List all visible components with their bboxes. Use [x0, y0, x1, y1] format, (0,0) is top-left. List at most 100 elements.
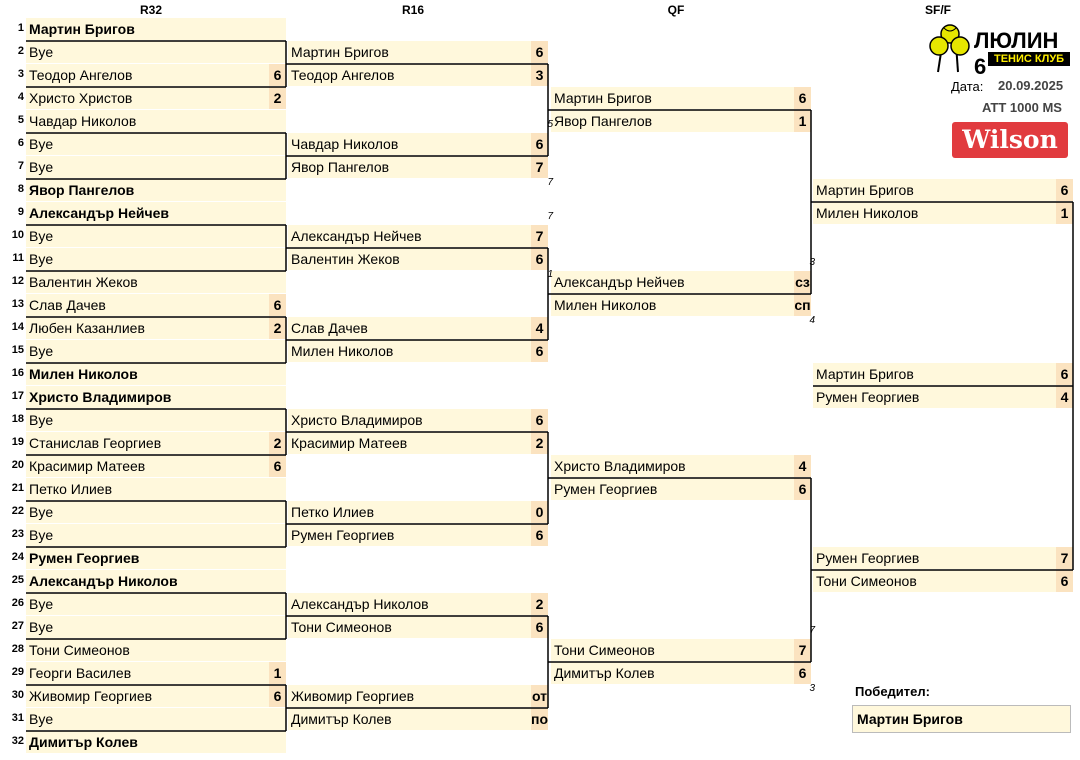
qf-player-score: 6 — [794, 662, 811, 684]
final-player-score: 4 — [1056, 386, 1073, 408]
score-annotation: 7 — [547, 211, 553, 222]
r16-player: Явор Пангелов — [288, 156, 548, 178]
r32-player: Христо Владимиров — [26, 386, 286, 408]
r32-player: Мартин Бригов — [26, 18, 286, 40]
r32-player: Христо Христов — [26, 87, 286, 109]
score-annotation: 5 — [547, 119, 553, 130]
r16-player-score: от — [531, 685, 548, 707]
qf-player: Румен Георгиев — [551, 478, 811, 500]
r16-player: Христо Владимиров — [288, 409, 548, 431]
r32-player-score: 6 — [269, 294, 286, 316]
final-player: Румен Георгиев — [813, 386, 1073, 408]
seed-number: 8 — [17, 183, 24, 195]
sf-player-score: 1 — [1056, 202, 1073, 224]
score-annotation: 7 — [547, 177, 553, 188]
qf-player: Явор Пангелов — [551, 110, 811, 132]
qf-player-score: 4 — [794, 455, 811, 477]
seed-number: 14 — [11, 321, 24, 333]
seed-number: 16 — [11, 367, 24, 379]
qf-player-score: 6 — [794, 478, 811, 500]
score-annotation: 7 — [809, 625, 815, 636]
tennis-balls-icon — [929, 24, 970, 73]
seed-number: 19 — [11, 436, 24, 448]
qf-player: Христо Владимиров — [551, 455, 811, 477]
score-annotation: 1 — [547, 269, 553, 280]
seed-number: 11 — [12, 252, 24, 264]
r32-player: Bye — [26, 616, 286, 638]
sf-player-score: 7 — [1056, 547, 1073, 569]
final-player: Мартин Бригов — [813, 363, 1073, 385]
club-logo: ЛЮЛИН 6 ТЕНИС КЛУБ — [928, 22, 1076, 79]
club-name: ЛЮЛИН 6 — [974, 28, 1059, 79]
r32-player: Георги Василев — [26, 662, 286, 684]
r16-player-score: 6 — [531, 133, 548, 155]
r32-player: Петко Илиев — [26, 478, 286, 500]
date-label: Дата: — [951, 79, 984, 94]
round-header: R16 — [401, 3, 424, 17]
r16-player-score: 6 — [531, 248, 548, 270]
r32-player: Bye — [26, 156, 286, 178]
seed-number: 27 — [11, 620, 24, 632]
r32-player: Александър Николов — [26, 570, 286, 592]
r16-player-score: 6 — [531, 409, 548, 431]
r32-player: Bye — [26, 593, 286, 615]
sf-player-score: 6 — [1056, 179, 1073, 201]
tournament-name: ATT 1000 MS — [982, 100, 1062, 115]
r16-player-score: 4 — [531, 317, 548, 339]
r32-player-score: 6 — [269, 64, 286, 86]
seed-number: 4 — [17, 91, 24, 103]
seed-number: 25 — [11, 574, 24, 586]
r32-player-score: 2 — [269, 432, 286, 454]
seed-number: 30 — [11, 689, 24, 701]
r32-player: Станислав Георгиев — [26, 432, 286, 454]
r16-player-score: 7 — [531, 225, 548, 247]
r16-player-score: 6 — [531, 524, 548, 546]
r16-player: Тони Симеонов — [288, 616, 548, 638]
qf-player-score: 7 — [794, 639, 811, 661]
seed-number: 17 — [11, 390, 24, 402]
seed-number: 2 — [17, 45, 24, 57]
r32-player: Димитър Колев — [26, 731, 286, 753]
seed-number: 29 — [11, 666, 24, 678]
r32-player: Тони Симеонов — [26, 639, 286, 661]
r32-player: Bye — [26, 248, 286, 270]
r32-player-score: 6 — [269, 455, 286, 477]
r16-player: Красимир Матеев — [288, 432, 548, 454]
seed-number: 13 — [11, 298, 24, 310]
r16-player-score: 0 — [531, 501, 548, 523]
r16-player: Милен Николов — [288, 340, 548, 362]
qf-player: Димитър Колев — [551, 662, 811, 684]
sponsor-text: Wilson — [962, 125, 1058, 154]
seed-number: 32 — [11, 735, 24, 747]
r16-player-score: 7 — [531, 156, 548, 178]
r32-player: Теодор Ангелов — [26, 64, 286, 86]
r16-player-score: 6 — [531, 616, 548, 638]
seed-number: 18 — [11, 413, 24, 425]
r32-player: Слав Дачев — [26, 294, 286, 316]
sf-player: Мартин Бригов — [813, 179, 1073, 201]
r32-player: Милен Николов — [26, 363, 286, 385]
r16-player: Валентин Жеков — [288, 248, 548, 270]
r32-player: Bye — [26, 41, 286, 63]
r32-player: Любен Казанлиев — [26, 317, 286, 339]
sf-player: Румен Георгиев — [813, 547, 1073, 569]
qf-player: Тони Симеонов — [551, 639, 811, 661]
r32-player: Явор Пангелов — [26, 179, 286, 201]
r16-player: Теодор Ангелов — [288, 64, 548, 86]
r16-player-score: по — [531, 708, 548, 730]
r32-player: Bye — [26, 340, 286, 362]
sponsor-logo: Wilson — [952, 122, 1068, 158]
sf-player-score: 6 — [1056, 570, 1073, 592]
r16-player-score: 6 — [531, 340, 548, 362]
seed-number: 5 — [17, 114, 24, 126]
r16-player: Александър Николов — [288, 593, 548, 615]
winner-label: Победител: — [855, 684, 930, 699]
qf-player: Милен Николов — [551, 294, 811, 316]
r16-player: Александър Нейчев — [288, 225, 548, 247]
seed-number: 22 — [11, 505, 24, 517]
r32-player: Валентин Жеков — [26, 271, 286, 293]
seed-number: 3 — [17, 68, 24, 80]
r16-player: Живомир Георгиев — [288, 685, 548, 707]
round-header: R32 — [139, 3, 162, 17]
